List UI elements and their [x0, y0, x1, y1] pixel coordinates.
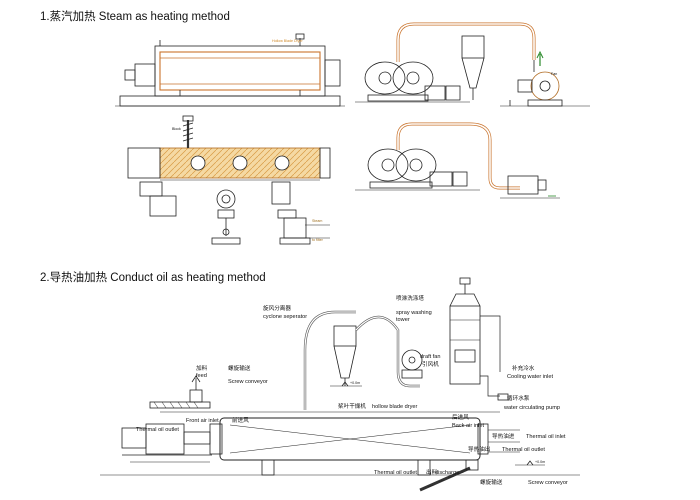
spray-tower-label-en1: spray washing	[396, 310, 432, 316]
pump-label-en: water circulating pump	[503, 405, 560, 411]
hollow-blade-dryer-label: Hollow Blade Dryer	[272, 39, 304, 43]
oil-inlet-label-cn: 导热油进	[492, 432, 515, 440]
discharge-label-en: discharge	[435, 470, 459, 476]
steam-dryer-side-view-top	[355, 22, 590, 107]
cyclone-label-en: cyclone seperator	[263, 314, 307, 320]
oil-outlet-right-label-cn: 导热油出	[468, 445, 490, 453]
steam-dryer-side-view-bottom	[355, 122, 560, 199]
section2-heading: 2.导热油加热 Conduct oil as heating method	[40, 272, 266, 284]
feed-label-en: feed	[196, 373, 207, 379]
oil-inlet-label-en: Thermal oil inlet	[526, 434, 566, 440]
blade-dryer-label-cn: 桨叶干燥机	[338, 402, 366, 410]
thermal-oil-system	[100, 277, 580, 492]
discharge-label-cn: 出料	[426, 468, 438, 476]
oil-outlet-left-label: Thermal oil outlet	[136, 427, 179, 433]
steam-label: Steam	[312, 219, 322, 223]
front-air-label: Front air inlet	[186, 418, 219, 424]
elevation-label-1: +0.0m	[350, 381, 360, 385]
fan-label: Fan	[551, 72, 557, 76]
cooling-water-label-cn: 补充冷水	[512, 364, 535, 372]
feed-label-cn: 加料	[196, 364, 208, 372]
screw-top-label-en: Screw conveyor	[228, 379, 268, 385]
back-air-label-cn: 后进风	[452, 413, 469, 421]
cyclone-label-cn: 旋风分离器	[263, 304, 291, 312]
steam-dryer-front-view	[115, 33, 345, 107]
screw-bottom-label-en: Screw conveyor	[528, 480, 568, 486]
screw-top-label-cn: 螺旋输送	[228, 364, 251, 372]
elevation-label-2: +0.0m	[535, 460, 545, 464]
front-air-label-cn: 前进风	[232, 416, 249, 424]
blade-dryer-label-en: hollow blade dryer	[372, 404, 418, 410]
cooling-water-label-en: Cooling water inlet	[507, 374, 553, 380]
section1-heading: 1.蒸汽加热 Steam as heating method	[40, 11, 230, 23]
oil-outlet-right-label-en: Thermal oil outlet	[502, 447, 545, 453]
to-filter-label: to filter	[312, 238, 324, 242]
spray-tower-label-en2: tower	[396, 317, 410, 323]
draft-fan-label-cn: 引风机	[422, 360, 439, 368]
draft-fan-label-en: draft fan	[420, 354, 441, 360]
steam-dryer-plan-view	[127, 115, 331, 245]
block-label: Block	[172, 127, 181, 131]
screw-bottom-label-cn: 螺旋输送	[480, 478, 503, 486]
pump-label-cn: 循环水泵	[507, 394, 530, 402]
spray-tower-label-cn: 喷淋洗涤塔	[396, 294, 424, 302]
back-air-label-en: Back air inlet	[452, 423, 484, 429]
oil-outlet-bottom-label: Thermal oil outlet	[374, 470, 417, 476]
